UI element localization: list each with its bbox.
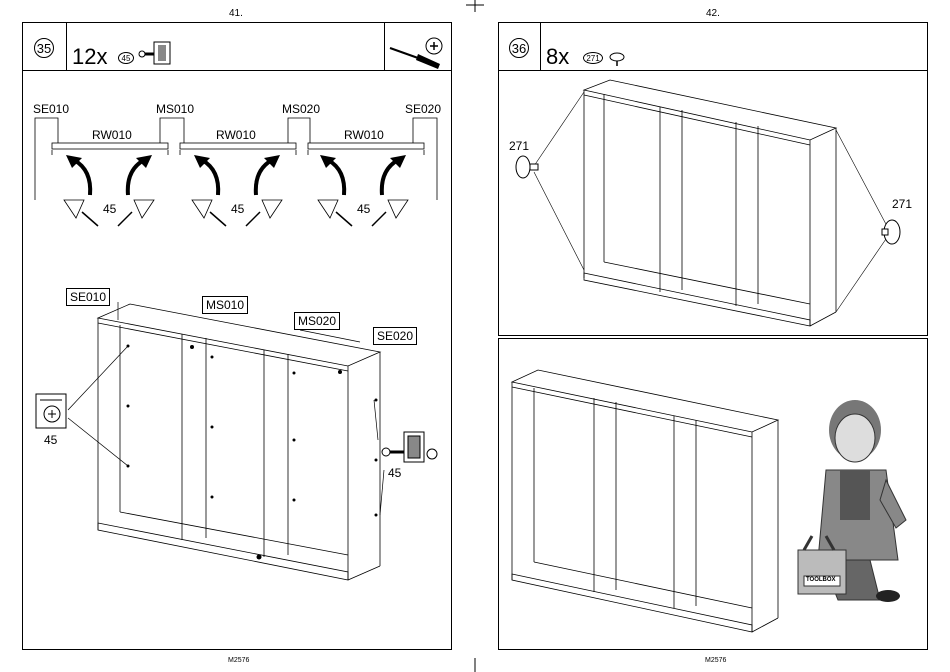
toolbox-label: TOOLBOX: [806, 577, 836, 583]
